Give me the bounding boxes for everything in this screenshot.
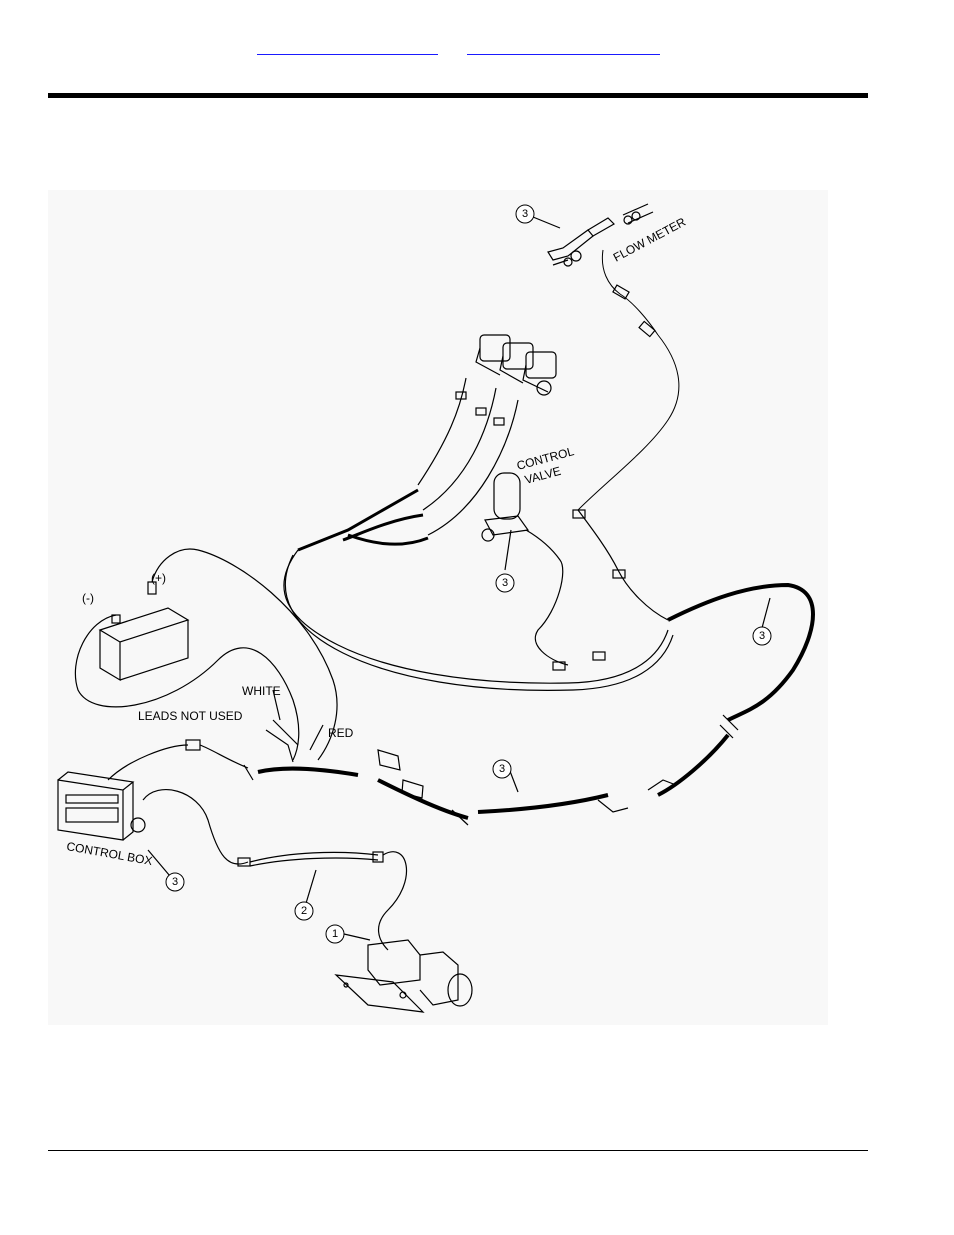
label-control-box: CONTROL BOX <box>65 839 153 868</box>
label-leads-not-used: LEADS NOT USED <box>138 709 243 723</box>
label-battery-positive: (+) <box>151 571 166 585</box>
boom-valves-icon <box>475 334 557 396</box>
callout-harness-right: 3 <box>759 630 765 642</box>
wiring-diagram-drawing: 3 3 3 3 3 2 1 FLOW METER CONTROL VALVE (… <box>57 203 815 1013</box>
label-flow-meter: FLOW METER <box>611 215 689 265</box>
control-box-icon <box>57 771 146 841</box>
callout-harness-center: 3 <box>499 763 505 775</box>
label-white: WHITE <box>242 684 281 698</box>
switch-icon <box>334 939 473 1013</box>
callout-cable: 2 <box>301 905 307 917</box>
label-battery-negative: (-) <box>82 591 94 605</box>
label-red: RED <box>328 726 354 740</box>
header-rule <box>48 93 868 98</box>
callout-control-valve: 3 <box>502 577 508 589</box>
flow-meter-icon <box>547 203 654 267</box>
nav-link-next[interactable] <box>467 38 660 55</box>
footer-rule <box>48 1150 868 1151</box>
callout-flow-meter: 3 <box>522 208 528 220</box>
callout-switch: 1 <box>332 928 338 940</box>
control-valve-icon <box>481 472 530 542</box>
battery-icon <box>98 581 190 682</box>
nav-link-previous[interactable] <box>257 38 438 55</box>
callout-control-box: 3 <box>172 876 178 888</box>
wiring-diagram: 3 3 3 3 3 2 1 FLOW METER CONTROL VALVE (… <box>48 190 828 1025</box>
